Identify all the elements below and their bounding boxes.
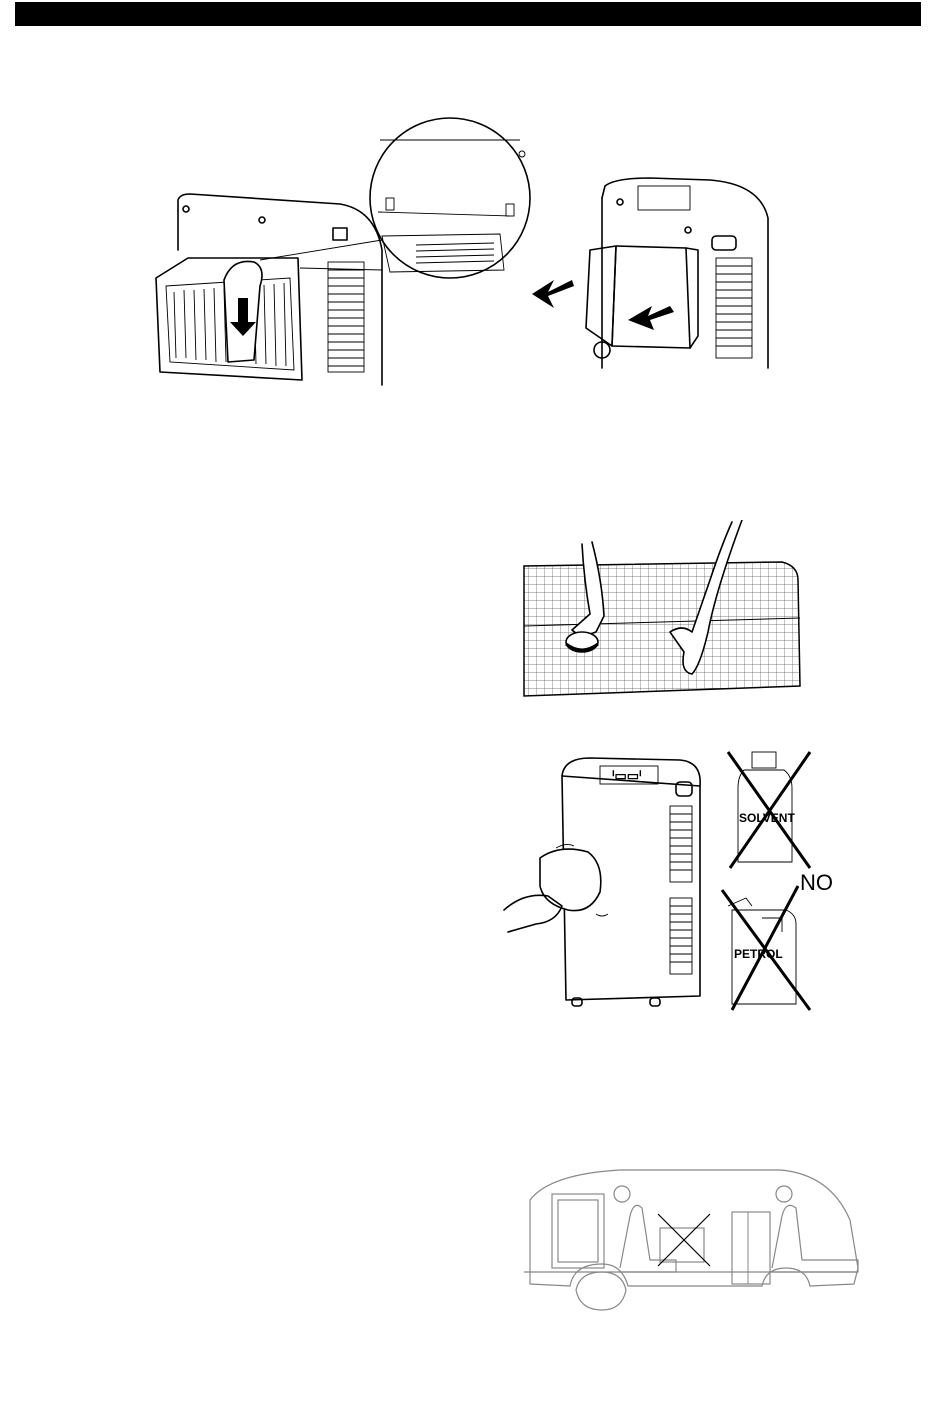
unit-wipe-illustration: ᑊ▭▭ᑊ SOLVENT NO <box>500 746 840 1016</box>
petrol-can-icon: PETROL <box>722 886 810 1010</box>
section-header-bar <box>15 2 921 26</box>
solvent-label: SOLVENT <box>739 811 795 825</box>
solvent-bottle-icon: SOLVENT <box>728 752 810 868</box>
filter-removal-illustration <box>150 100 790 390</box>
svg-text:ᑊ▭▭ᑊ: ᑊ▭▭ᑊ <box>612 768 642 783</box>
no-label: NO <box>800 870 833 895</box>
car-transport-illustration <box>510 1160 870 1320</box>
petrol-label: PETROL <box>734 947 783 961</box>
filter-brush-illustration <box>520 520 810 700</box>
